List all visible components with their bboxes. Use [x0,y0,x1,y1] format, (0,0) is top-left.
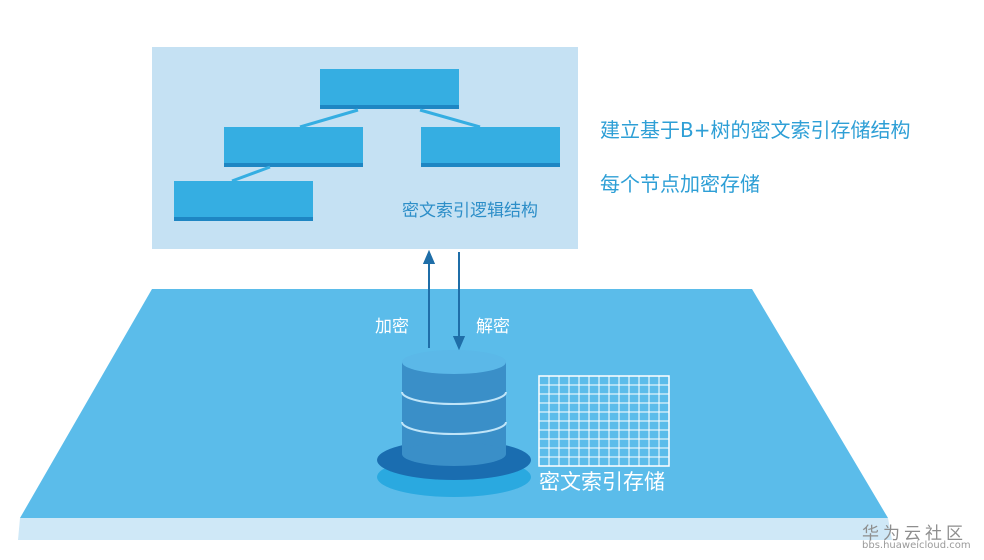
description-line-2: 每个节点加密存储 [600,172,760,196]
storage-label: 密文索引存储 [539,470,665,494]
encrypt-label: 加密 [375,317,409,337]
storage-plane-edge [18,518,892,540]
tree-node-leaf [174,181,313,221]
tree-node-root [320,69,459,109]
database-icon [377,350,531,497]
tree-node-left [224,127,363,167]
decrypt-label: 解密 [476,317,510,337]
logic-structure-caption: 密文索引逻辑结构 [402,201,538,221]
description-line-1: 建立基于B+树的密文索引存储结构 [600,118,911,142]
tree-node-right [421,127,560,167]
watermark-url: bbs.huaweicloud.com [862,540,971,551]
grid-table-icon [538,375,670,467]
watermark-title: 华为云社区 [862,524,967,544]
